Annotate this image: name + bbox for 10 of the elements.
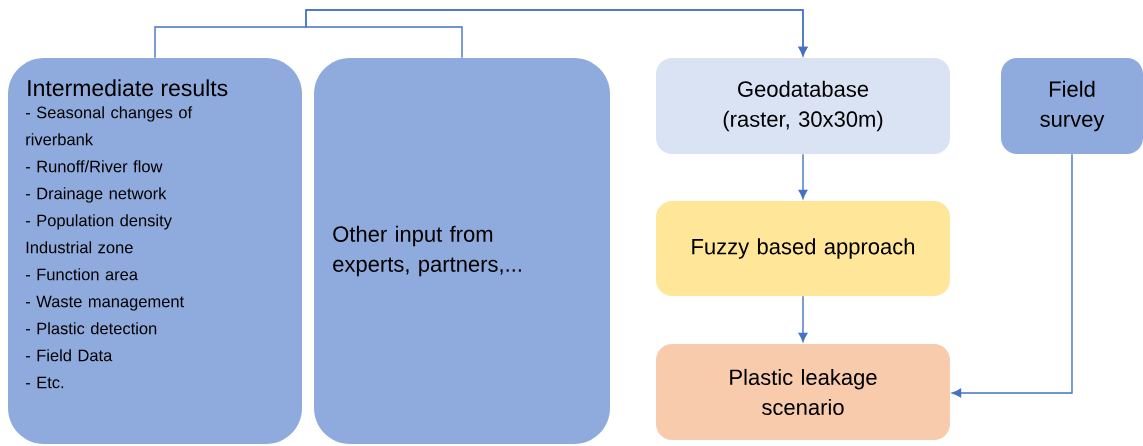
process-box: Other input from experts, partners,... (314, 58, 610, 444)
process-box: Geodatabase (raster, 30x30m) (656, 58, 950, 154)
process-box: Field survey (1001, 58, 1143, 154)
arrow (305, 9, 808, 59)
process-box: Fuzzy based approach (656, 201, 950, 296)
arrow (798, 153, 808, 200)
arrow (798, 295, 808, 343)
process-box: Intermediate results - Seasonal changes of riverbank - Runoff/River flow - Drainage network - Population density Industrial zone - Function area - Waste management - Plastic detection - Field Data - Etc. (8, 58, 302, 444)
process-box: Plastic leakage scenario (656, 344, 950, 440)
arrow (951, 153, 1073, 398)
